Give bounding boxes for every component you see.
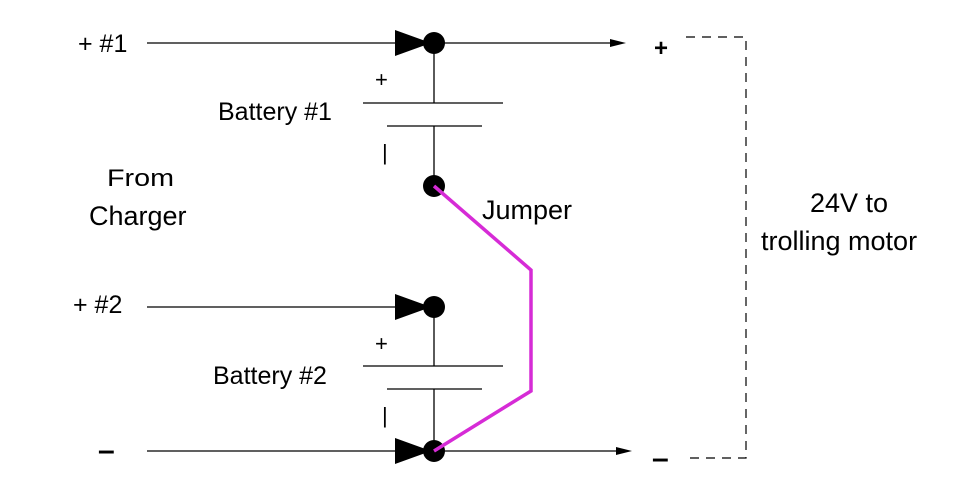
output-bracket [686,36,747,459]
input2-arrow [395,294,431,320]
input-negative-arrow [395,438,431,464]
battery1-label: Battery #1 [218,98,332,126]
battery1-negative-sign: | [382,140,388,165]
input1-arrow [395,30,431,56]
battery1-positive-sign: + [375,67,388,92]
input1-label: + #1 [78,30,127,58]
battery2-negative-sign: | [382,403,388,428]
output-positive-sign: + [654,35,668,62]
output-voltage-label: 24V to [810,188,888,218]
battery2-positive-sign: + [375,331,388,356]
jumper-label: Jumper [482,195,572,225]
jumper-wire [432,184,533,453]
charger-label: Charger [89,201,187,231]
input-negative-label: – [98,434,115,467]
output-pos-arrow [610,39,626,47]
battery1-positive-terminal [423,32,445,54]
from-label: From [107,165,174,192]
output-negative-sign: – [652,442,669,475]
input2-label: + #2 [73,291,122,319]
battery2-positive-terminal [423,296,445,318]
battery2-label: Battery #2 [213,362,327,390]
output-neg-arrow [616,447,632,455]
output-destination-label: trolling motor [761,226,917,256]
